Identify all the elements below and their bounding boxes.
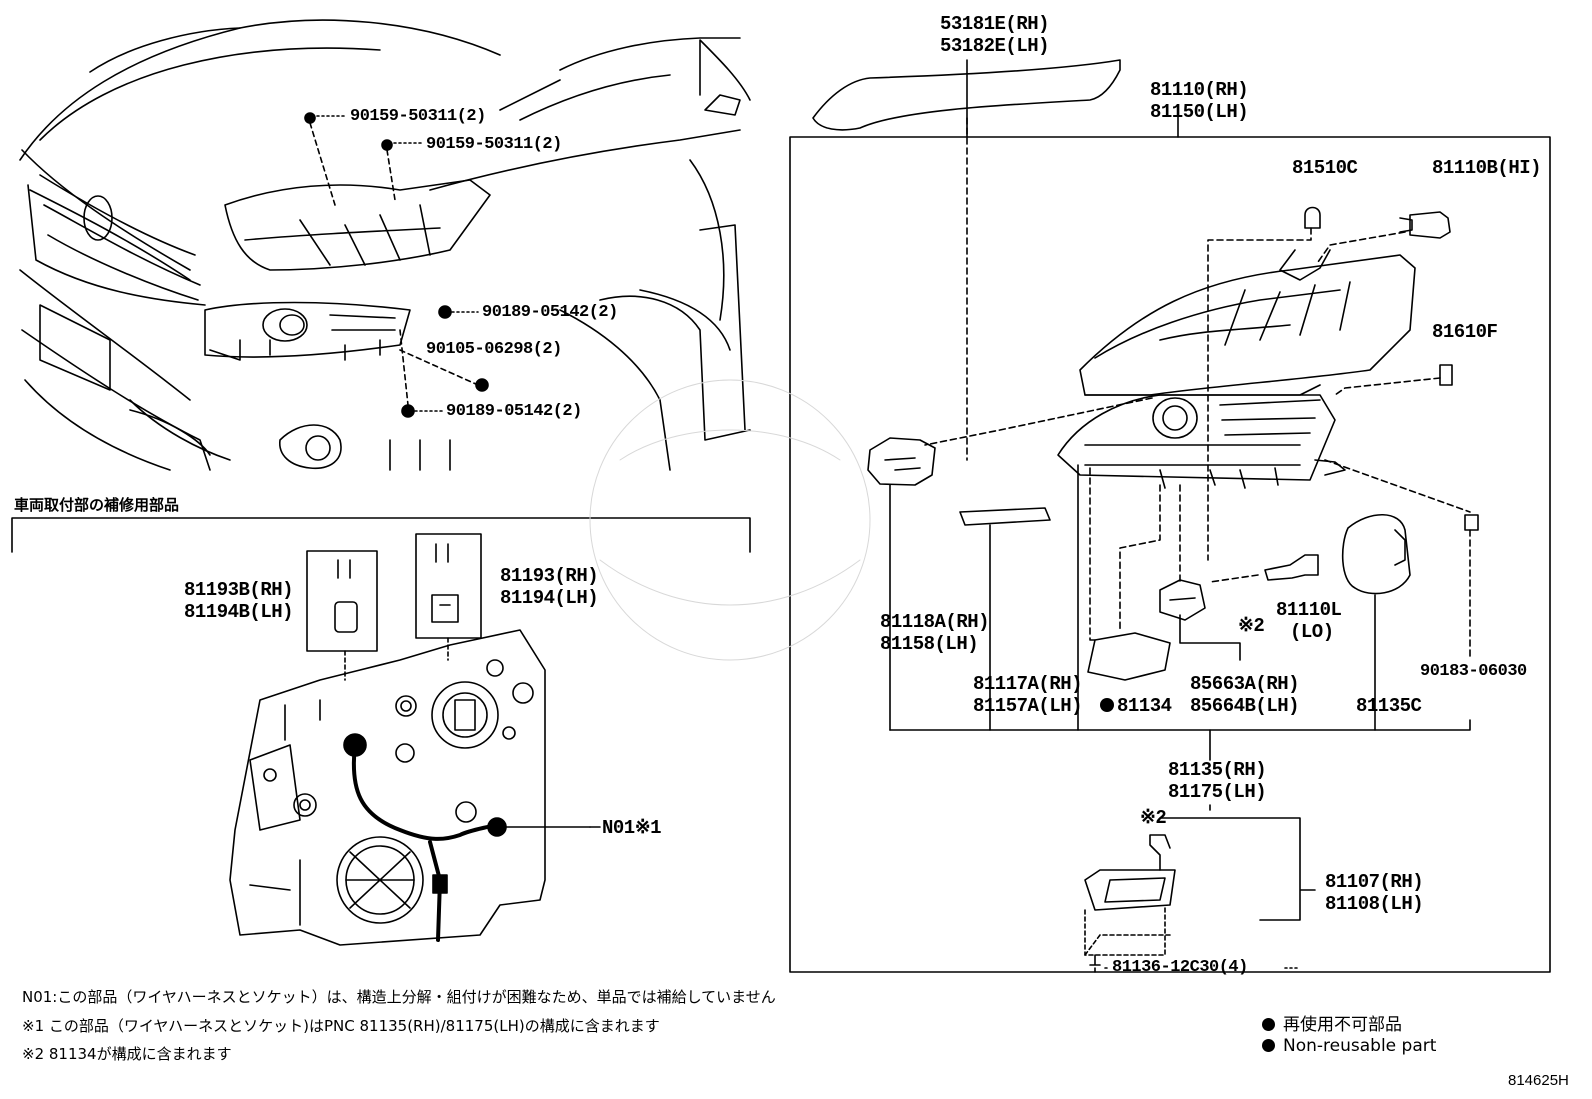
watermark xyxy=(589,379,871,661)
vehicle-front-illustration xyxy=(19,19,751,471)
note-n01: N01:この部品（ワイヤハーネスとソケット）は、構造上分解・組付けが困難なため、… xyxy=(22,988,776,1006)
label-81193-rh: 81193(RH) xyxy=(500,565,599,587)
label-81194-lh: 81194(LH) xyxy=(500,587,599,609)
label-ref2-a: ※2 xyxy=(1238,615,1265,637)
legend-jp-text: 再使用不可部品 xyxy=(1283,1015,1402,1035)
legend-jp: 再使用不可部品 xyxy=(1262,1010,1402,1035)
section-bracket xyxy=(11,517,751,553)
label-81610f: 81610F xyxy=(1432,321,1498,343)
legend-dot-icon xyxy=(1262,1018,1275,1031)
label-53181e: 53181E(RH) xyxy=(940,13,1050,35)
label-81150-lh: 81150(LH) xyxy=(1150,101,1249,123)
label-90189-05142-b: 90189-05142(2) xyxy=(446,402,582,421)
note-ref2: ※2 81134が構成に含まれます xyxy=(22,1045,232,1063)
label-85664b-lh: 85664B(LH) xyxy=(1190,695,1300,717)
legend-en: Non-reusable part xyxy=(1262,1036,1436,1056)
legend-en-text: Non-reusable part xyxy=(1283,1036,1437,1056)
legend-dot-icon-en xyxy=(1262,1039,1275,1052)
note-ref1: ※1 この部品（ワイヤハーネスとソケット)はPNC 81135(RH)/8117… xyxy=(22,1017,660,1035)
label-81157a-lh: 81157A(LH) xyxy=(973,695,1083,717)
label-90159-50311-a: 90159-50311(2) xyxy=(350,107,486,126)
label-90105-06298: 90105-06298(2) xyxy=(426,340,562,359)
label-90183-06030: 90183-06030 xyxy=(1420,662,1527,681)
label-81135c: 81135C xyxy=(1356,695,1422,717)
label-81110b-hi: 81110B(HI) xyxy=(1432,157,1542,179)
label-85663a-rh: 85663A(RH) xyxy=(1190,673,1300,695)
headlamp-rear-view xyxy=(229,533,591,946)
label-81134-text: 81134 xyxy=(1117,695,1172,717)
label-lo: (LO) xyxy=(1290,621,1334,643)
label-90159-50311-b: 90159-50311(2) xyxy=(426,135,562,154)
label-81194b-lh: 81194B(LH) xyxy=(184,601,294,623)
non-reusable-dot-icon xyxy=(1100,698,1114,712)
label-81175-lh: 81175(LH) xyxy=(1168,781,1267,803)
label-81135-rh: 81135(RH) xyxy=(1168,759,1267,781)
label-ref2-b: ※2 xyxy=(1140,807,1167,829)
label-81134: 81134 xyxy=(1100,696,1172,717)
label-81110-rh: 81110(RH) xyxy=(1150,79,1249,101)
section-heading: 車両取付部の補修用部品 xyxy=(14,496,180,514)
label-90189-05142-a: 90189-05142(2) xyxy=(482,303,618,322)
label-53182e: 53182E(LH) xyxy=(940,35,1050,57)
label-n01: N01※1 xyxy=(602,817,662,839)
label-81107-rh: 81107(RH) xyxy=(1325,871,1424,893)
label-81136-12c30: 81136-12C30(4) xyxy=(1112,958,1248,977)
label-81110l: 81110L xyxy=(1276,599,1342,621)
diagram-code: 814625H xyxy=(1508,1072,1569,1089)
label-81117a-rh: 81117A(RH) xyxy=(973,673,1083,695)
label-81510c: 81510C xyxy=(1292,157,1358,179)
label-81108-lh: 81108(LH) xyxy=(1325,893,1424,915)
label-81118a-rh: 81118A(RH) xyxy=(880,611,990,633)
fastener-markers xyxy=(304,112,489,418)
label-81193b-rh: 81193B(RH) xyxy=(184,579,294,601)
label-81158-lh: 81158(LH) xyxy=(880,633,979,655)
headlamp-exploded-view xyxy=(789,59,1551,973)
